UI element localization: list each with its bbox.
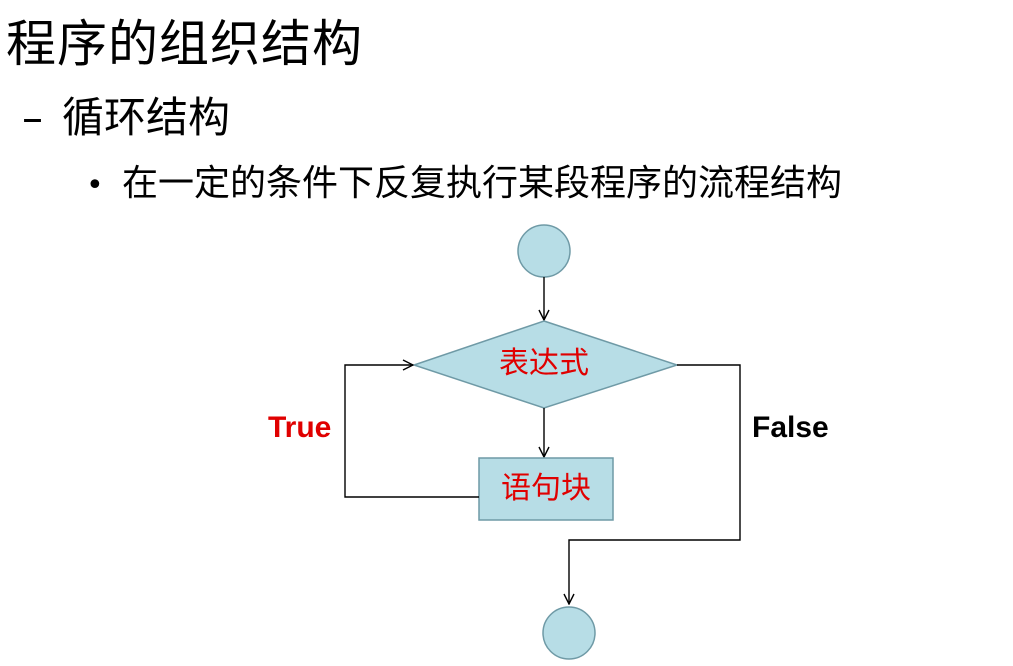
body-label: 语句块 — [501, 471, 591, 506]
false-label: False — [752, 411, 829, 444]
condition-label: 表达式 — [499, 346, 589, 381]
start-node — [517, 224, 571, 278]
dash-marker: – — [22, 93, 43, 142]
edge-false-exit — [569, 364, 741, 604]
edge-loop-back — [344, 365, 479, 498]
true-label: True — [268, 411, 332, 444]
subtitle: –循环结构 — [22, 92, 230, 144]
bullet-marker: • — [86, 168, 104, 203]
subtitle-text: 循环结构 — [62, 93, 231, 142]
bullet-point: • 在一定的条件下反复执行某段程序的流程结构 — [86, 160, 842, 210]
body-node — [478, 457, 614, 521]
slide-title: 程序的组织结构 — [6, 15, 363, 73]
bullet-text: 在一定的条件下反复执行某段程序的流程结构 — [122, 163, 843, 204]
end-node — [542, 606, 596, 660]
